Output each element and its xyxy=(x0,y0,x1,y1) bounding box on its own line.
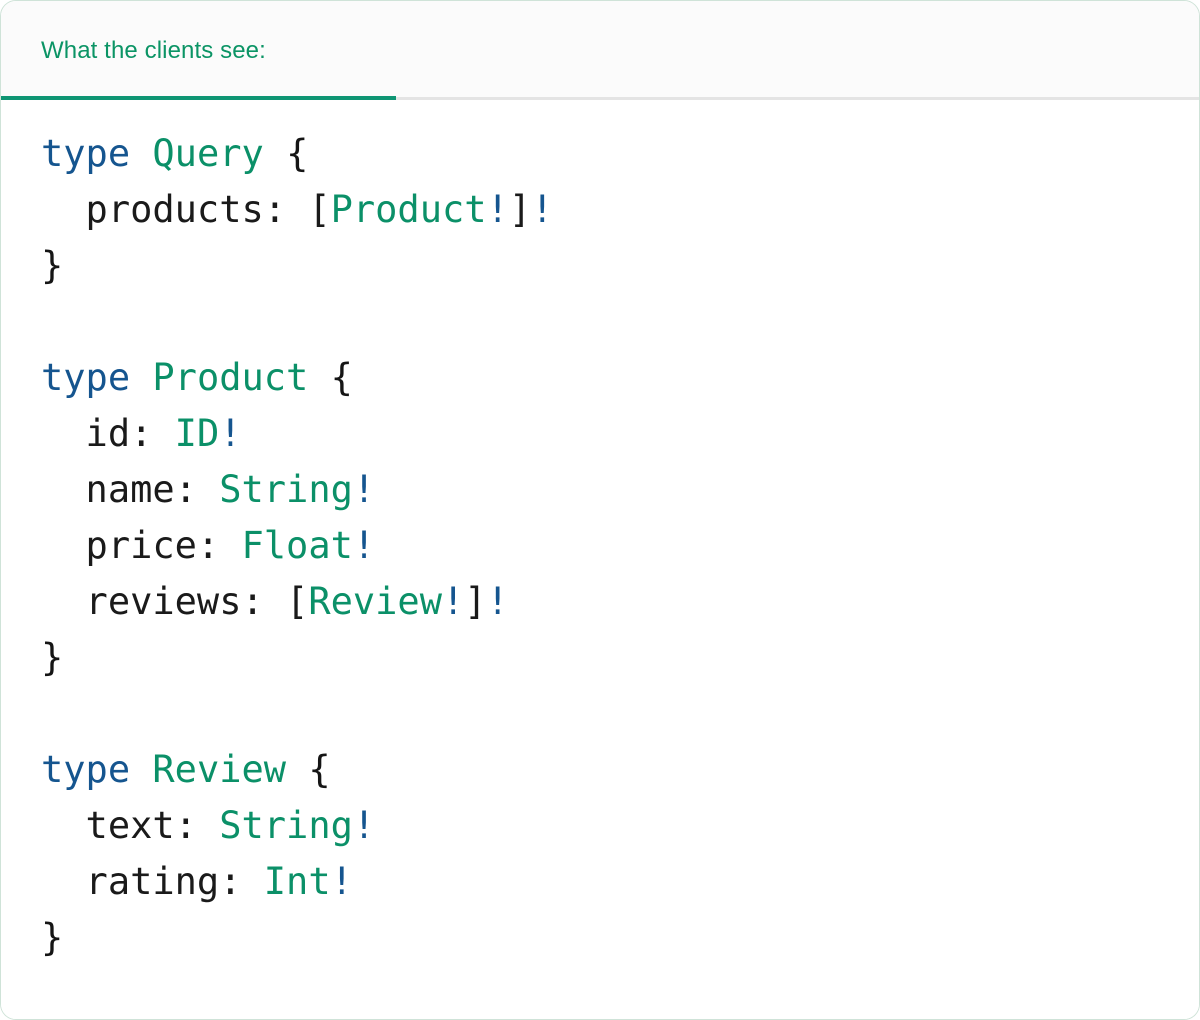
code-token-bang: ! xyxy=(219,412,242,455)
code-token-punct: : xyxy=(263,188,309,231)
code-token-brace: } xyxy=(41,636,64,679)
code-token-punct: : xyxy=(174,468,220,511)
code-line: name: String! xyxy=(41,468,376,511)
code-token-brace: { xyxy=(286,132,309,175)
active-tab-underline xyxy=(1,96,396,100)
code-token-kw: type xyxy=(41,356,131,399)
code-token-punct xyxy=(130,356,152,399)
code-token-bang: ! xyxy=(486,188,509,231)
code-token-punct: : xyxy=(130,412,175,455)
code-line: text: String! xyxy=(41,804,376,847)
code-line: type Product { xyxy=(41,356,353,399)
code-line: price: Float! xyxy=(41,524,376,567)
code-line: reviews: [Review!]! xyxy=(41,580,509,623)
code-token-punct: : xyxy=(174,804,220,847)
tab-label: What the clients see: xyxy=(41,36,266,64)
code-token-bang: ! xyxy=(352,804,376,847)
code-token-bang: ! xyxy=(352,468,376,511)
code-token-type: Int xyxy=(263,860,331,903)
code-token-punct: [ xyxy=(286,580,309,623)
code-token-type: Float xyxy=(241,524,353,567)
code-token-type: ID xyxy=(174,412,220,455)
code-token-punct: : xyxy=(196,524,242,567)
code-token-punct: ] xyxy=(508,188,532,231)
code-token-field: name xyxy=(41,468,175,511)
code-line: products: [Product!]! xyxy=(41,188,554,231)
code-token-type: Product xyxy=(152,356,309,399)
code-token-field: id xyxy=(41,412,131,455)
code-line: type Review { xyxy=(41,748,331,791)
code-token-kw: type xyxy=(41,748,131,791)
code-token-brace: { xyxy=(330,356,353,399)
code-token-bang: ! xyxy=(441,580,465,623)
code-token-field: reviews xyxy=(41,580,242,623)
tab-bar-divider xyxy=(1,97,1199,100)
code-token-type: String xyxy=(219,804,353,847)
code-token-type: Query xyxy=(152,132,264,175)
code-token-field: price xyxy=(41,524,197,567)
code-token-type: Review xyxy=(152,748,287,791)
code-line: } xyxy=(41,916,63,959)
code-token-brace: } xyxy=(41,244,64,287)
tab-what-the-clients-see[interactable]: What the clients see: xyxy=(1,1,396,100)
code-token-punct: [ xyxy=(308,188,331,231)
code-token-type: String xyxy=(219,468,353,511)
code-token-bang: ! xyxy=(352,524,376,567)
code-token-type: Product xyxy=(330,188,487,231)
code-token-punct xyxy=(130,748,152,791)
code-token-field: rating xyxy=(41,860,220,903)
code-token-field: text xyxy=(41,804,175,847)
code-token-kw: type xyxy=(41,132,131,175)
code-token-punct xyxy=(264,132,286,175)
code-token-bang: ! xyxy=(486,580,509,623)
code-token-bang: ! xyxy=(531,188,554,231)
tab-bar: What the clients see: xyxy=(1,1,1199,100)
code-token-punct: : xyxy=(219,860,264,903)
code-token-brace: } xyxy=(41,916,64,959)
graphql-schema-code: type Query { products: [Product!]! } typ… xyxy=(1,126,1199,966)
code-line: } xyxy=(41,636,63,679)
code-token-punct: : xyxy=(241,580,287,623)
code-token-punct xyxy=(286,748,308,791)
code-line: type Query { xyxy=(41,132,308,175)
code-token-brace: { xyxy=(308,748,331,791)
code-line: id: ID! xyxy=(41,412,242,455)
code-token-punct xyxy=(308,356,330,399)
code-token-bang: ! xyxy=(330,860,353,903)
code-token-punct: ] xyxy=(464,580,487,623)
code-token-punct xyxy=(130,132,152,175)
code-line: rating: Int! xyxy=(41,860,353,903)
code-line: } xyxy=(41,244,63,287)
code-viewer[interactable]: type Query { products: [Product!]! } typ… xyxy=(1,100,1199,1019)
code-token-field: products xyxy=(41,188,264,231)
code-token-type: Review xyxy=(308,580,442,623)
